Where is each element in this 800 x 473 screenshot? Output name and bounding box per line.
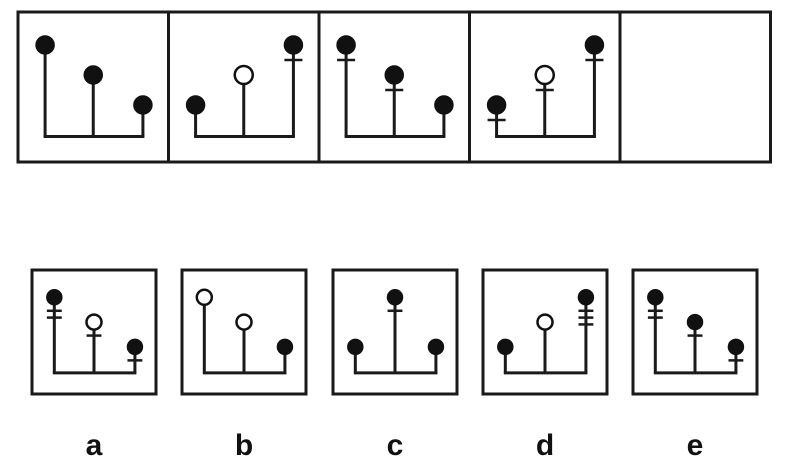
sequence-cell-2: [167, 10, 321, 164]
option-a-stem-2-ball-open: [85, 313, 103, 331]
sequence-cell-2-stem-2-ball-open: [233, 64, 254, 86]
option-b-label: b: [235, 429, 253, 462]
option-e-label: e: [687, 429, 704, 462]
option-c-stem-2-ball-filled: [386, 289, 404, 306]
option-b-frame[interactable]: [180, 268, 308, 396]
sequence-cell-4-stem-2-ball-open: [534, 64, 555, 86]
option-b-stem-3-ball-filled: [276, 338, 294, 356]
option-c-stem-1-ball-filled: [347, 338, 364, 356]
sequence-cell-1: [16, 10, 170, 164]
option-c-frame[interactable]: [331, 268, 459, 396]
option-a-frame[interactable]: [30, 268, 158, 396]
option-b-stem-1-ball-open: [195, 288, 214, 307]
sequence-cell-4-stem-1-ball-filled: [486, 95, 507, 115]
sequence-cell-5: [618, 10, 772, 164]
option-d-stem-3-ball-filled: [577, 289, 595, 306]
option-a-stem-1-ball-filled: [46, 289, 63, 306]
sequence-cell-4: [468, 10, 622, 164]
option-d[interactable]: d: [481, 268, 609, 462]
sequence-cell-3-stem-2-ball-filled: [384, 65, 404, 85]
option-a-label: a: [86, 429, 103, 462]
option-e[interactable]: e: [631, 268, 759, 462]
option-c-label: c: [387, 429, 404, 462]
option-c-stem-3-ball-filled: [427, 338, 445, 356]
option-d-label: d: [536, 429, 554, 462]
sequence-cell-1-stem-1-ball-filled: [35, 35, 55, 55]
option-e-stem-3-ball-filled: [727, 338, 745, 356]
option-e-frame[interactable]: [631, 268, 759, 396]
sequence-cell-3: [317, 10, 471, 164]
sequence-cell-1-stem-2-ball-filled: [83, 65, 103, 85]
sequence-cell-2-stem-3-ball-filled: [283, 35, 304, 55]
option-d-stem-2-ball-open: [536, 313, 554, 331]
option-d-stem-1-ball-filled: [497, 338, 514, 356]
sequence-cell-4-stem-3-ball-filled: [584, 35, 605, 55]
option-b[interactable]: b: [180, 268, 308, 462]
sequence-cell-1-stem-3-ball-filled: [133, 95, 153, 115]
sequence-cell-5-frame: [618, 10, 772, 164]
option-e-stem-2-ball-filled: [686, 313, 704, 331]
option-a-stem-3-ball-filled: [126, 338, 144, 356]
option-c[interactable]: c: [331, 268, 459, 462]
sequence-cell-3-stem-1-ball-filled: [336, 35, 356, 55]
option-e-stem-1-ball-filled: [647, 289, 664, 306]
option-a[interactable]: a: [30, 268, 158, 462]
option-d-frame[interactable]: [481, 268, 609, 396]
sequence-row: [16, 10, 772, 164]
answer-options-row: a b c d e: [30, 268, 759, 462]
sequence-cell-2-stem-1-ball-filled: [185, 95, 206, 115]
option-b-stem-2-ball-open: [235, 313, 253, 331]
sequence-cell-3-stem-3-ball-filled: [434, 95, 454, 115]
